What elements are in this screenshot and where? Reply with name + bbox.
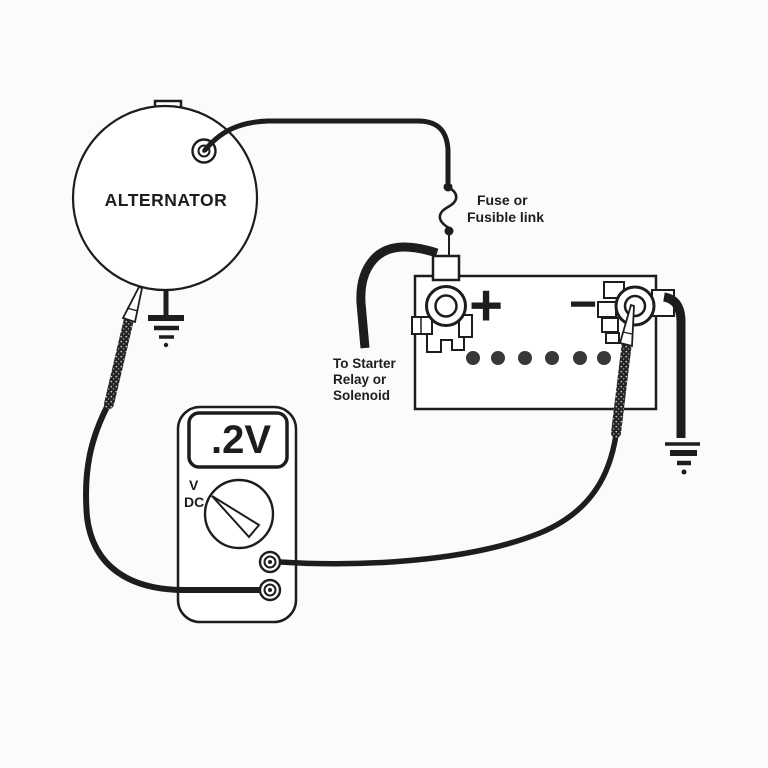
svg-text:Relay or: Relay or (333, 372, 387, 387)
probe-alternator (104, 285, 144, 409)
fuse-label: Fuse or Fusible link (467, 192, 544, 225)
negative-cable-to-ground (662, 292, 700, 475)
battery-negative-symbol: − (569, 278, 597, 331)
test-lead-wire-right (277, 432, 619, 567)
meter-mode-v: V (189, 477, 199, 493)
meter-display (187, 411, 289, 469)
svg-text:Solenoid: Solenoid (333, 388, 390, 403)
alternator: ALTERNATOR (71, 99, 259, 348)
starter-label: To Starter Relay or Solenoid (333, 356, 397, 403)
fusible-link-icon (438, 182, 458, 262)
probe-battery-negative (611, 303, 635, 438)
meter-display-value: .2V (211, 418, 271, 462)
meter-dial-pointer (211, 495, 261, 539)
battery-negative-terminal (597, 281, 675, 344)
test-lead-wire-left (82, 400, 264, 593)
meter-jack-bottom (258, 578, 282, 602)
probe-tip-icon (121, 285, 144, 324)
ground-icon-right (665, 442, 700, 475)
svg-text:Fusible link: Fusible link (467, 209, 544, 225)
meter-jack-top (258, 550, 282, 574)
alternator-ground-icon (148, 290, 184, 348)
battery-positive-terminal (411, 254, 473, 353)
meter-mode-dc: DC (184, 494, 204, 510)
battery-cell-caps (466, 351, 611, 365)
svg-text:To Starter: To Starter (333, 356, 397, 371)
svg-text:Fuse or: Fuse or (477, 192, 528, 208)
battery-positive-symbol: + (469, 273, 503, 338)
alternator-output-wire (202, 118, 451, 185)
probe-tip-icon (618, 303, 635, 348)
positive-cable-to-starter (356, 242, 439, 349)
alternator-label: ALTERNATOR (105, 190, 228, 210)
